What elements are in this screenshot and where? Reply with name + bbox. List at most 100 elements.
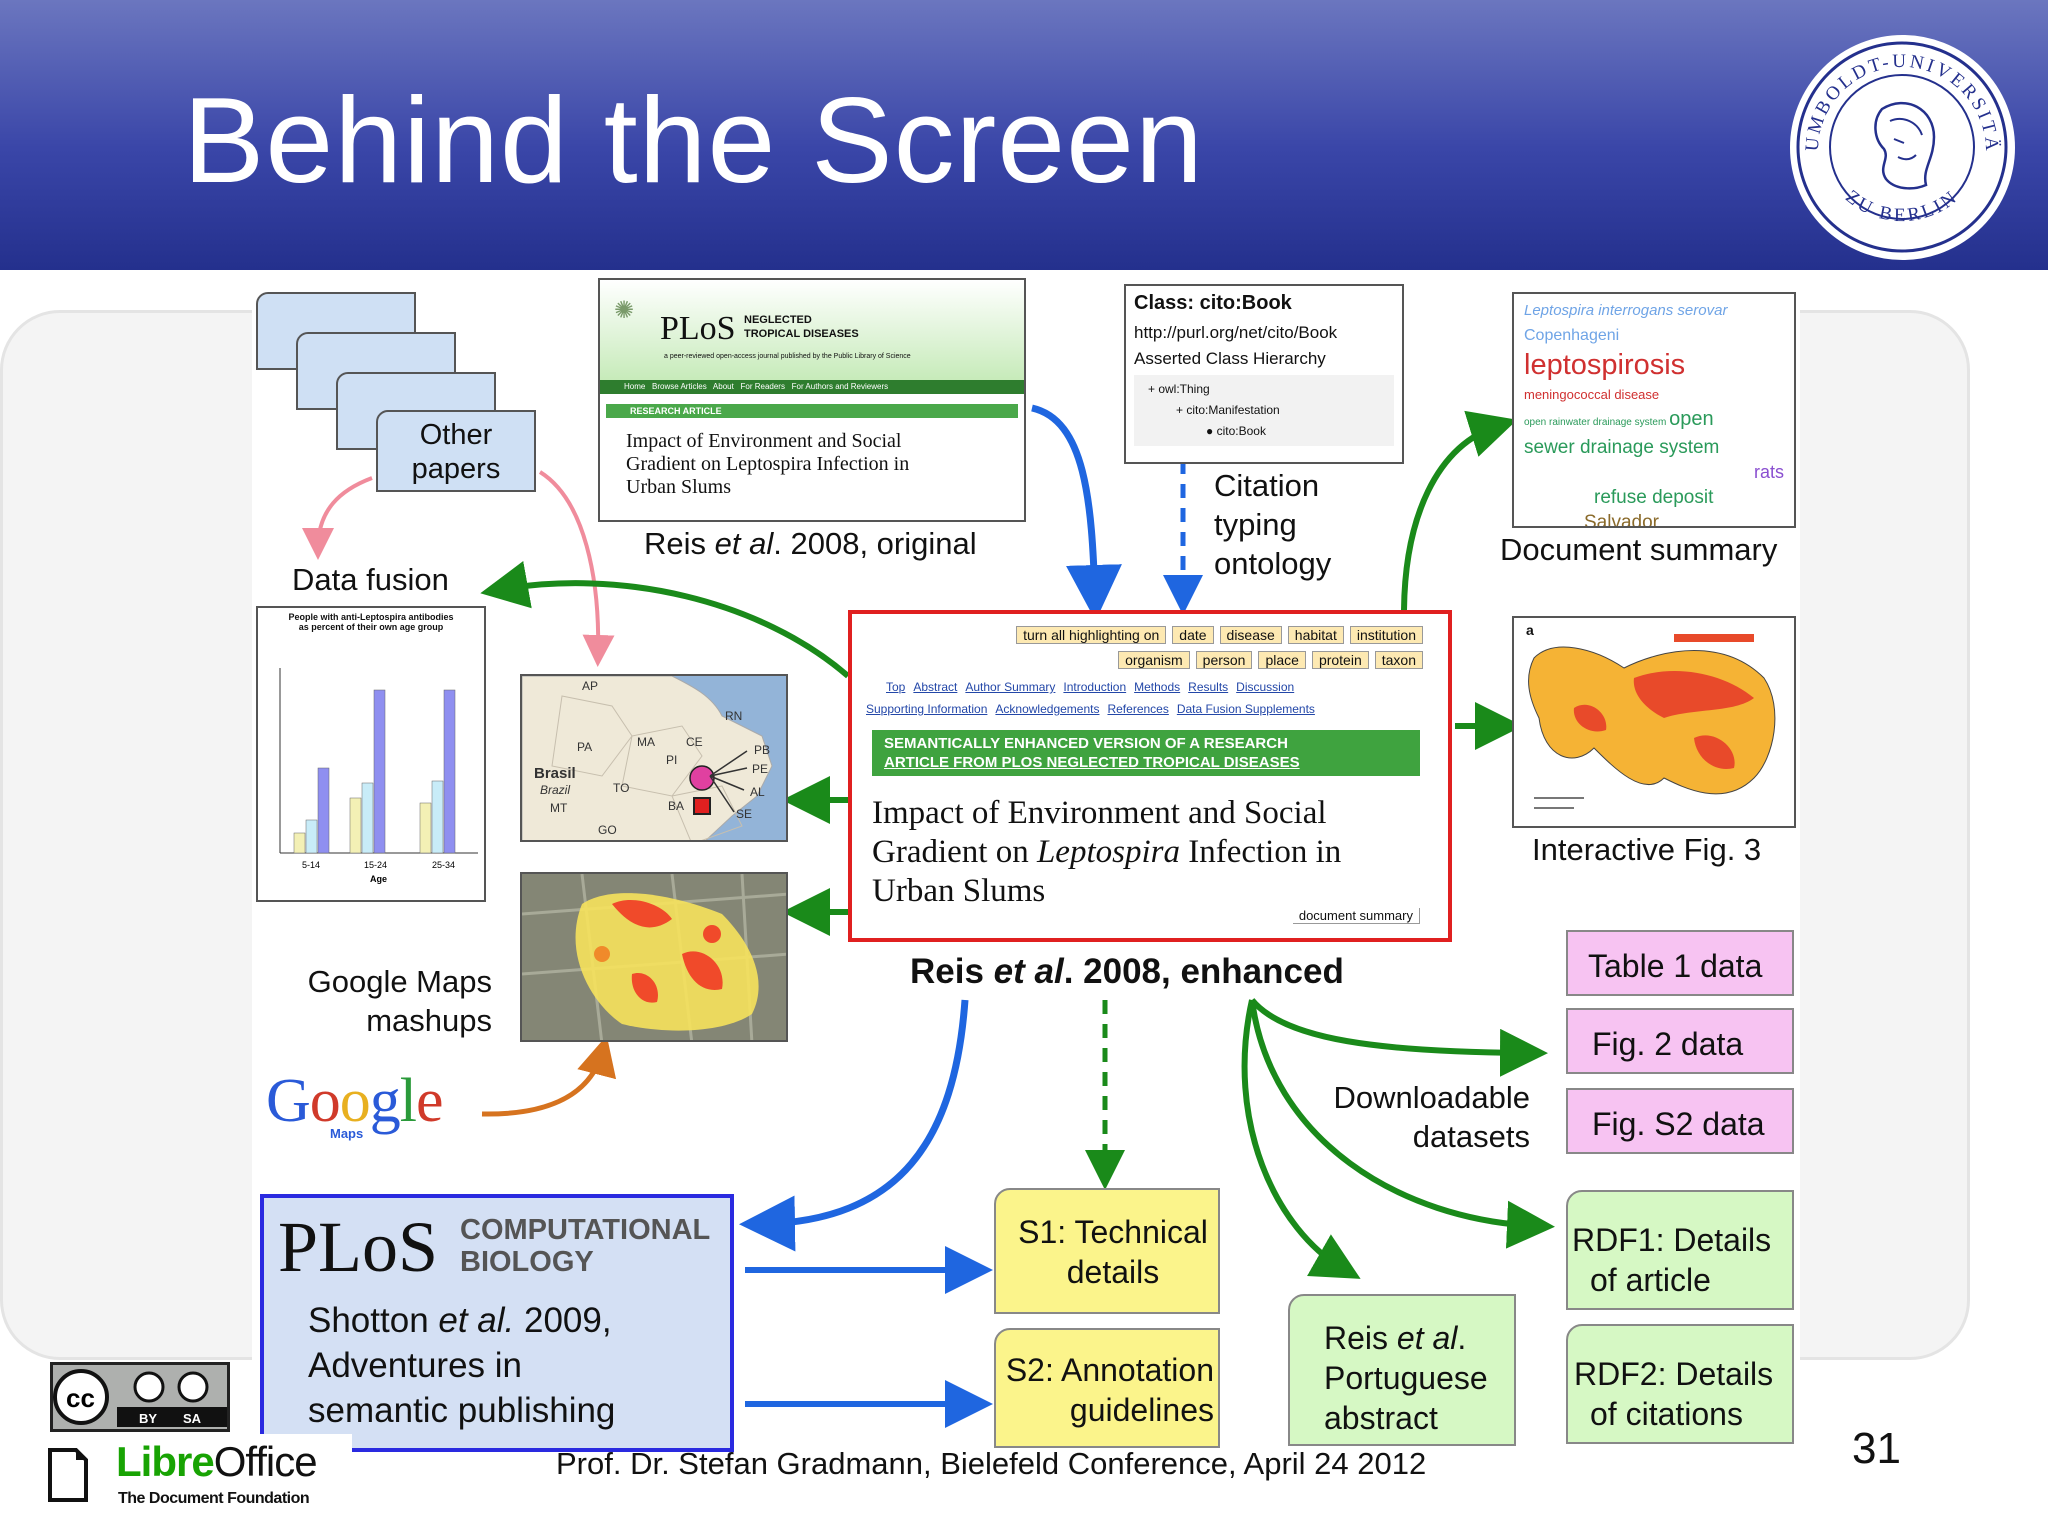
document-summary-caption: Document summary [1500, 532, 1778, 567]
university-seal: HUMBOLDT-UNIVERSITÄT ZU BERLIN [1786, 23, 2015, 260]
arrow-original-to-enhanced [1031, 404, 1122, 621]
fig2-data-box[interactable]: Fig. 2 data [1566, 1008, 1794, 1074]
rdf1-box[interactable]: RDF1: Details of article [1566, 1190, 1794, 1310]
link-methods[interactable]: Methods [1134, 680, 1181, 694]
plos-comp-citation: Shotton et al. 2009, Adventures in seman… [308, 1298, 615, 1433]
other-papers-card: Other papers [376, 410, 536, 492]
fusion-bar-chart: 5-14 15-24 25-34 Age [279, 668, 478, 884]
other-papers-label-2: papers [411, 453, 501, 485]
map-country: Brasil [534, 765, 576, 782]
cc-license-badge[interactable]: cc BY SA [50, 1362, 230, 1432]
figs2-data-box[interactable]: Fig. S2 data [1566, 1088, 1794, 1154]
section-links-row1: Top Abstract Author Summary Introduction Met… [886, 678, 1448, 696]
enhanced-caption-post: . 2008, enhanced [1063, 952, 1344, 991]
cloud-term-1: Leptospira interrogans serovar [1524, 302, 1728, 319]
arrow-google-to-satellite [481, 1035, 617, 1117]
link-supporting[interactable]: Supporting Information [866, 702, 988, 716]
plos-comp-line-1-pre: Shotton [308, 1301, 439, 1340]
chart-title-1: People with anti-Leptospira antibodies [288, 612, 454, 622]
cito-caption-2: typing [1214, 507, 1297, 542]
plos-comp-line-1: Shotton et al. 2009, [308, 1298, 615, 1343]
cc-sa: SA [183, 1411, 202, 1426]
google-mashups-label: Google Maps mashups [296, 962, 492, 1040]
rdf2-box[interactable]: RDF2: Details of citations [1566, 1324, 1794, 1444]
link-top[interactable]: Top [886, 680, 906, 694]
ntd-journal-1: NEGLECTED [744, 314, 812, 326]
tag-institution[interactable]: institution [1349, 626, 1423, 644]
cloud-term-4: meningococcal disease [1524, 387, 1660, 402]
original-nav[interactable]: Home Browse Articles About For Readers F… [600, 380, 1024, 394]
interactive-fig3[interactable]: a [1512, 616, 1796, 828]
link-discussion[interactable]: Discussion [1236, 680, 1295, 694]
original-article-type: RESEARCH ARTICLE [606, 404, 1018, 418]
cito-caption-1: Citation [1214, 468, 1320, 503]
document-icon [48, 1448, 88, 1502]
enhanced-title-3: Urban Slums [872, 873, 1046, 909]
banner-line-1: SEMANTICALLY ENHANCED VERSION OF A RESEA… [884, 735, 1288, 752]
tag-organism[interactable]: organism [1118, 651, 1190, 669]
rdf1-line-2: of article [1590, 1262, 1711, 1298]
original-caption-pre: Reis [644, 526, 715, 561]
enhanced-caption-pre: Reis [910, 952, 994, 991]
plos-comp-bio-box[interactable]: PLoS COMPUTATIONAL BIOLOGY Shotton et al… [260, 1194, 734, 1452]
link-acknowledgements[interactable]: Acknowledgements [995, 702, 1100, 716]
s2-line-1: S2: Annotation [1005, 1352, 1214, 1388]
link-abstract[interactable]: Abstract [913, 680, 958, 694]
enhanced-title: Impact of Environment and Social Gradien… [872, 794, 1448, 911]
cc-by-sa-icon: cc BY SA [53, 1369, 227, 1427]
cloud-term-5b: open [1669, 408, 1714, 430]
tag-taxon[interactable]: taxon [1374, 651, 1423, 669]
fusion-xlabel: Age [370, 874, 387, 884]
libreoffice-name-a: Libre [116, 1438, 215, 1485]
data-fusion-chart: People with anti-Leptospira antibodies a… [256, 606, 486, 902]
table1-data-box[interactable]: Table 1 data [1566, 930, 1794, 996]
enhanced-title-2: Gradient on Leptospira Infection in [872, 833, 1448, 872]
portuguese-line-3: abstract [1324, 1400, 1438, 1436]
link-introduction[interactable]: Introduction [1063, 680, 1127, 694]
enhanced-banner: SEMANTICALLY ENHANCED VERSION OF A RESEA… [872, 730, 1420, 776]
satellite-heatmap[interactable] [520, 872, 788, 1042]
tag-place[interactable]: place [1258, 651, 1306, 669]
tag-habitat[interactable]: habitat [1287, 626, 1344, 644]
cito-ontology-card: Class: cito:Book http://purl.org/net/cit… [1124, 284, 1404, 464]
cloud-term-6: sewer drainage system [1524, 437, 1720, 458]
map-marker-icon[interactable] [693, 797, 711, 815]
link-results[interactable]: Results [1188, 680, 1229, 694]
tag-all[interactable]: turn all highlighting on [1016, 626, 1167, 644]
s2-box[interactable]: S2: Annotation guidelines [994, 1328, 1220, 1448]
s1-box[interactable]: S1: Technical details [994, 1188, 1220, 1314]
plos-comp-journal-2: BIOLOGY [460, 1246, 594, 1278]
cito-class: Class: cito:Book [1134, 292, 1292, 314]
brazil-map[interactable]: AP RN PA MA CE PB PI PE TO AL MT BA SE G… [520, 674, 788, 842]
cito-caption: Citation typing ontology [1214, 466, 1331, 583]
arrow-papers-to-fusion [302, 476, 373, 560]
state-pe: PE [752, 762, 768, 776]
rdf2-line-1: RDF2: Details [1574, 1356, 1774, 1392]
cloud-term-2: Copenhageni [1524, 327, 1620, 344]
link-references[interactable]: References [1107, 702, 1169, 716]
portuguese-abstract-box[interactable]: Reis et al. Portuguese abstract [1288, 1294, 1516, 1446]
cloud-term-8: refuse deposit [1594, 487, 1714, 508]
tag-person[interactable]: person [1195, 651, 1253, 669]
data-fusion-label: Data fusion [292, 562, 449, 597]
tag-date[interactable]: date [1172, 626, 1214, 644]
fig3-heatmap-graphic [1528, 634, 1776, 809]
tag-disease[interactable]: disease [1219, 626, 1282, 644]
enhanced-caption: Reis et al. 2008, enhanced [910, 952, 1344, 992]
other-papers-label-1: Other [419, 419, 493, 451]
section-links-row2: Supporting Information Acknowledgements Re… [866, 700, 1448, 718]
state-ce: CE [686, 735, 703, 749]
tag-protein[interactable]: protein [1311, 651, 1369, 669]
link-author-summary[interactable]: Author Summary [965, 680, 1056, 694]
portuguese-line-1: Reis et al. [1324, 1318, 1514, 1358]
arrow-enhanced-to-datasets [1249, 998, 1548, 1077]
map-pin-icon[interactable] [689, 765, 715, 791]
cito-item-3-label: cito:Book [1216, 424, 1266, 438]
link-data-fusion[interactable]: Data Fusion Supplements [1176, 702, 1315, 716]
cito-url[interactable]: http://purl.org/net/cito/Book [1134, 323, 1338, 342]
original-caption: Reis et al. 2008, original [644, 526, 977, 562]
document-summary-button[interactable]: document summary [1292, 908, 1420, 924]
libreoffice-name-b: Office [213, 1438, 318, 1485]
highlight-tags-row1: turn all highlighting on date disease habit… [852, 626, 1426, 645]
s1-line-2: details [1066, 1254, 1160, 1290]
